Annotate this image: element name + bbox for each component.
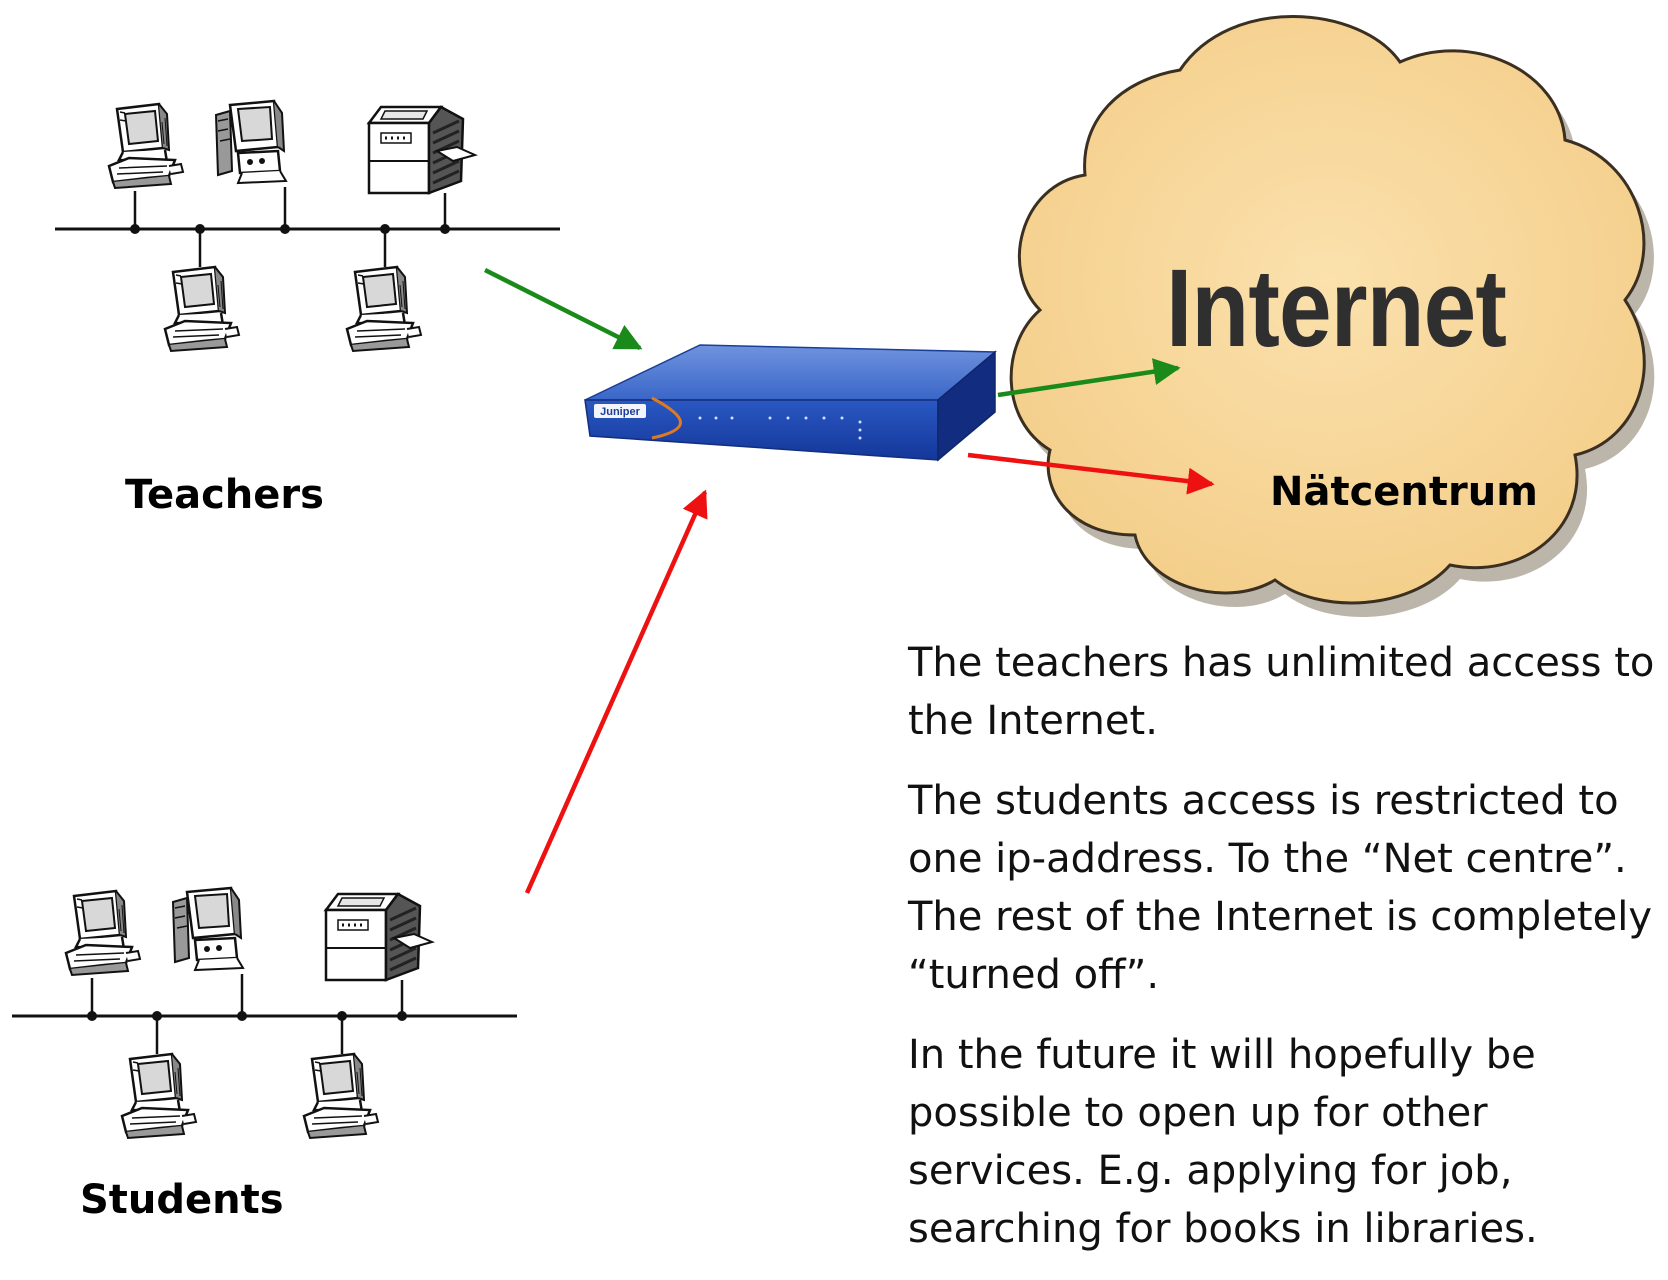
- teachers-to-router-arrow: [483, 267, 643, 351]
- router-to-netcentrum-arrow: [967, 452, 1215, 495]
- router-icon: Juniper: [584, 344, 997, 462]
- students-network: [12, 888, 517, 1138]
- students-label: Students: [80, 1177, 284, 1223]
- teachers-label: Teachers: [125, 472, 324, 518]
- internet-label: Internet: [1166, 247, 1507, 370]
- teachers-network: [55, 101, 560, 351]
- router-to-internet-arrow: [997, 358, 1181, 398]
- description-paragraph: The teachers has unlimited access to the…: [908, 640, 1655, 744]
- description-paragraph: In the future it will hopefully be possi…: [908, 1032, 1538, 1252]
- students-to-router-arrow: [524, 489, 708, 894]
- netcentrum-label: Nätcentrum: [1270, 469, 1538, 515]
- router-brand: Juniper: [600, 406, 640, 418]
- description-text: The teachers has unlimited access to the…: [908, 634, 1668, 1280]
- network-diagram: Juniper: [0, 15, 1655, 1227]
- cloud-icon: [1009, 15, 1655, 617]
- description-paragraph: The students access is restricted to one…: [908, 778, 1652, 998]
